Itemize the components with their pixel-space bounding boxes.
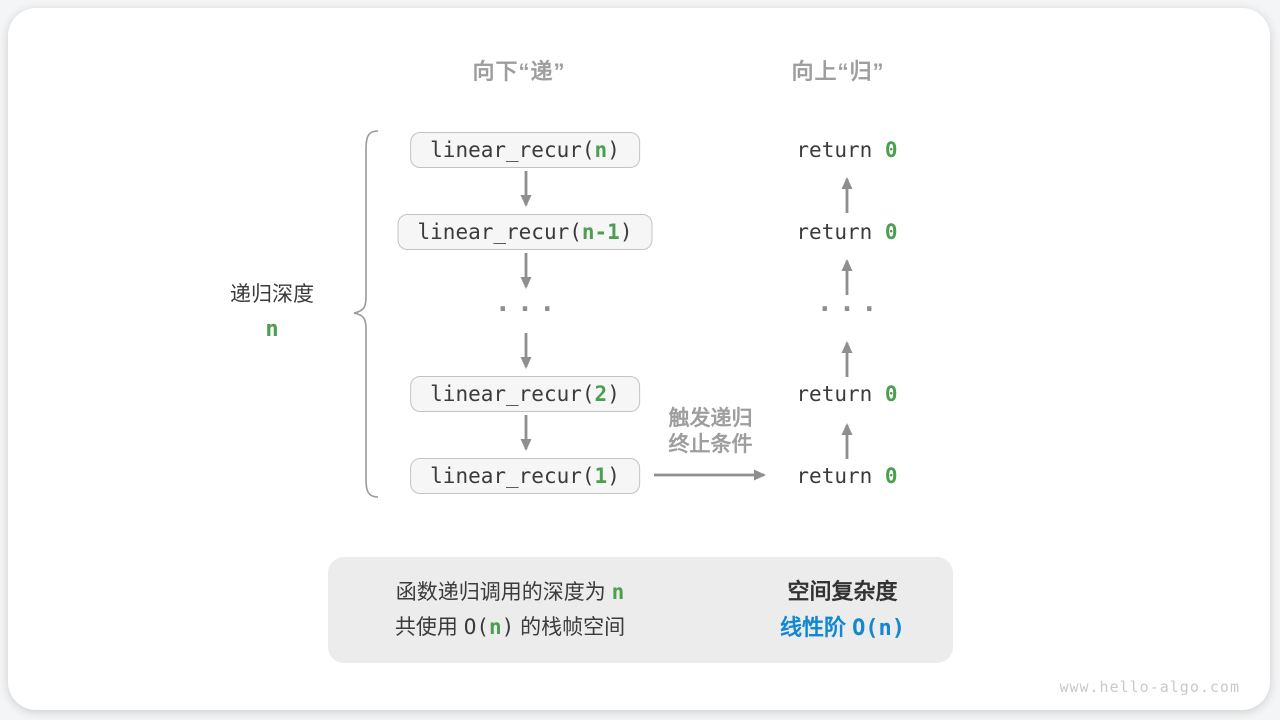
return-statement: return 0	[796, 462, 897, 490]
call-text: linear_recur(	[430, 382, 595, 406]
summary-line2: 共使用 O(n) 的栈帧空间	[395, 610, 625, 645]
return-keyword: return	[796, 464, 885, 488]
return-keyword: return	[796, 382, 885, 406]
call-text-close: )	[607, 138, 620, 162]
return-statement: return 0	[796, 218, 897, 246]
summary-line1-text: 函数递归调用的深度为	[395, 581, 612, 604]
call-text-close: )	[607, 382, 620, 406]
return-value: 0	[884, 382, 898, 406]
summary-box	[328, 557, 953, 663]
call-box-2: linear_recur(2)	[410, 376, 640, 412]
summary-statement: 函数递归调用的深度为 n 共使用 O(n) 的栈帧空间	[340, 557, 680, 663]
return-statement: return 0	[796, 136, 897, 164]
site-watermark: www.hello-algo.com	[1059, 678, 1240, 696]
base-case-label-line1: 触发递归	[668, 407, 753, 430]
recursion-depth-value: n	[265, 317, 279, 342]
complexity-result: 空间复杂度 线性阶 O(n)	[745, 557, 940, 663]
summary-line2-pre: 共使用	[394, 616, 464, 639]
return-keyword: return	[796, 220, 885, 244]
big-o-arg: n	[488, 615, 502, 639]
call-text-close: )	[619, 220, 633, 244]
ellipsis-left: ...	[494, 287, 562, 318]
call-arg: n	[594, 138, 608, 162]
call-box-n-1: linear_recur(n-1)	[397, 214, 653, 250]
call-box-1: linear_recur(1)	[410, 458, 640, 494]
call-arg: 1	[594, 464, 608, 488]
column-header-ascend: 向上“归”	[791, 59, 885, 84]
complexity-value: 线性阶 O(n)	[780, 610, 905, 647]
return-keyword: return	[796, 138, 885, 162]
big-o-close: )	[501, 615, 515, 639]
call-text: linear_recur(	[430, 138, 595, 162]
base-case-label-line2: 终止条件	[668, 433, 753, 456]
return-statement: return 0	[796, 380, 897, 408]
return-value: 0	[884, 464, 898, 488]
call-text: linear_recur(	[417, 220, 582, 244]
call-text: linear_recur(	[430, 464, 595, 488]
ellipsis-right: ...	[816, 287, 884, 318]
summary-line1-value: n	[611, 580, 625, 604]
call-arg: n-1	[581, 220, 620, 244]
summary-line1: 函数递归调用的深度为 n	[396, 575, 625, 610]
column-header-descend: 向下“递”	[472, 59, 566, 84]
big-o-open: O(	[463, 615, 489, 639]
recursion-depth-label: 递归深度	[230, 283, 314, 306]
depth-brace	[353, 130, 379, 498]
base-case-label: 触发递归 终止条件	[628, 406, 793, 458]
call-arg: 2	[594, 382, 608, 406]
complexity-order-label: 线性阶	[779, 614, 853, 640]
complexity-big-o: O(n)	[852, 615, 906, 641]
return-value: 0	[884, 220, 898, 244]
summary-line2-post: 的栈帧空间	[514, 616, 626, 639]
call-box-n: linear_recur(n)	[410, 132, 640, 168]
call-text-close: )	[607, 464, 620, 488]
complexity-title: 空间复杂度	[787, 578, 898, 604]
return-value: 0	[884, 138, 898, 162]
